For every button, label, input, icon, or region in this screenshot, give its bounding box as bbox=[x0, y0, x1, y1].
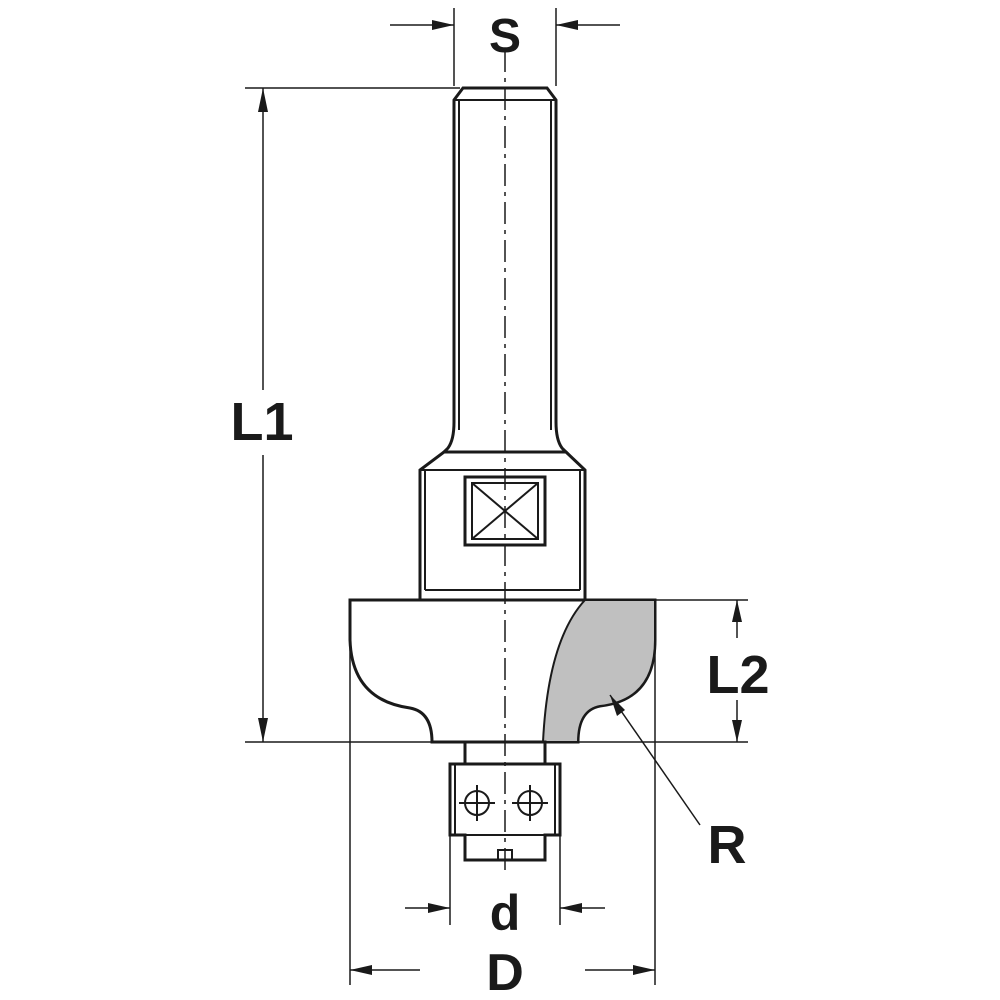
dimension-d-large bbox=[349, 640, 656, 985]
carbide-insert bbox=[541, 599, 656, 743]
dimension-d-small bbox=[405, 835, 605, 925]
dimension-s bbox=[390, 8, 620, 86]
label-d-large: D bbox=[486, 944, 524, 1000]
label-r: R bbox=[708, 815, 747, 875]
label-l1: L1 bbox=[230, 392, 293, 452]
wrench-flat bbox=[463, 475, 547, 547]
dimension-l2 bbox=[655, 599, 748, 742]
label-s: S bbox=[489, 10, 521, 63]
bearing-screw-right bbox=[512, 785, 548, 821]
label-d-small: d bbox=[490, 885, 521, 941]
dimension-l1 bbox=[245, 87, 748, 743]
cutter-head bbox=[348, 598, 657, 744]
bearing-screw-left bbox=[459, 785, 495, 821]
bit-body bbox=[418, 450, 587, 602]
label-l2: L2 bbox=[706, 645, 769, 705]
